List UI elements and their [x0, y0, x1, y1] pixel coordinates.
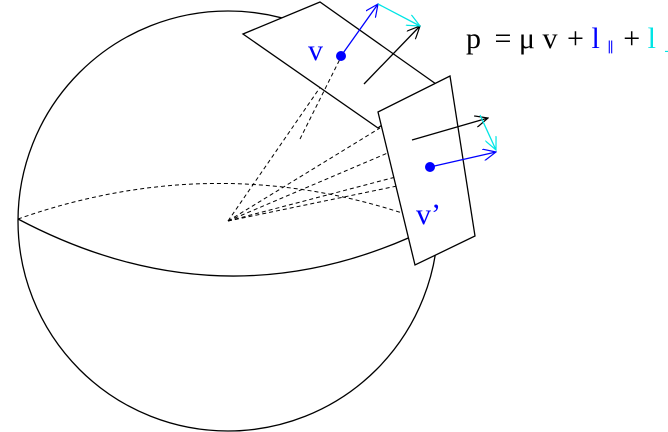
- point-marker-lower: [425, 162, 435, 172]
- eq-v: v: [543, 22, 558, 55]
- tangent-arrow-cyan-upper: [377, 3, 420, 26]
- center-rays: [227, 56, 431, 222]
- eq-plus-2: +: [623, 22, 640, 55]
- eq-parallel-subscript: ∥: [607, 40, 613, 56]
- point-marker-upper: [336, 51, 346, 61]
- eq-plus-1: +: [567, 22, 584, 55]
- tangent-arrow-cyan-lower: [479, 114, 496, 150]
- eq-mu: μ: [519, 22, 535, 55]
- eq-perp-subscript: ⊥: [664, 41, 668, 56]
- eq-l-perp: l: [648, 22, 656, 55]
- equator-back: [17, 182, 437, 226]
- eq-lhs: p: [466, 22, 481, 55]
- eq-equals: =: [495, 22, 512, 55]
- tangent-arrow-blue-lower: [429, 152, 496, 168]
- label-v-prime-lower: v’: [416, 198, 441, 231]
- eq-l-parallel: l: [591, 22, 599, 55]
- upper-rays-over-plane: [299, 56, 342, 140]
- normal-arrow-upper: [363, 26, 420, 85]
- tangent-arrow-blue-upper: [340, 4, 378, 57]
- equator-front: [17, 218, 437, 277]
- normal-arrow-lower: [411, 118, 488, 141]
- equation: p = μ v + l ∥ + l ⊥: [466, 22, 668, 59]
- label-v-upper: v: [308, 34, 323, 67]
